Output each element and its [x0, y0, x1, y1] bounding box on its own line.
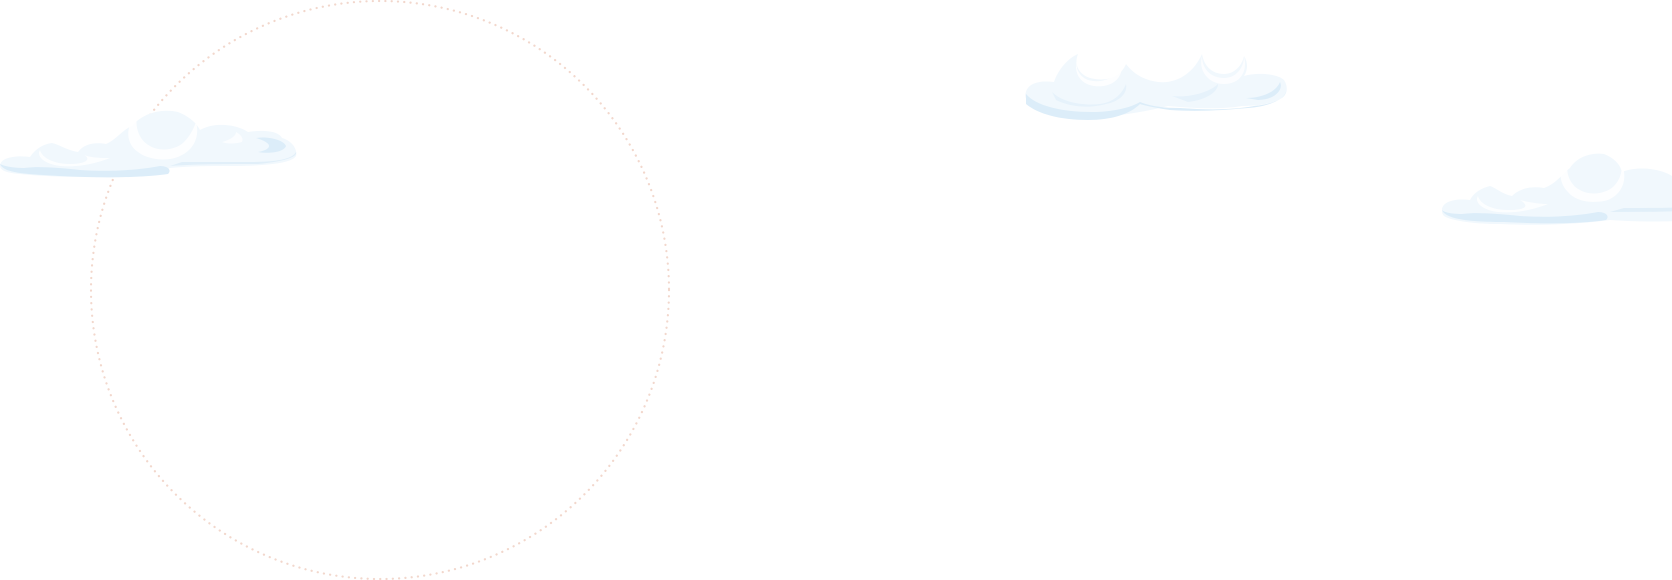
cloud-left-icon [0, 110, 297, 178]
cloud-top-icon [1025, 54, 1287, 120]
cloud-right-icon [1442, 153, 1672, 225]
